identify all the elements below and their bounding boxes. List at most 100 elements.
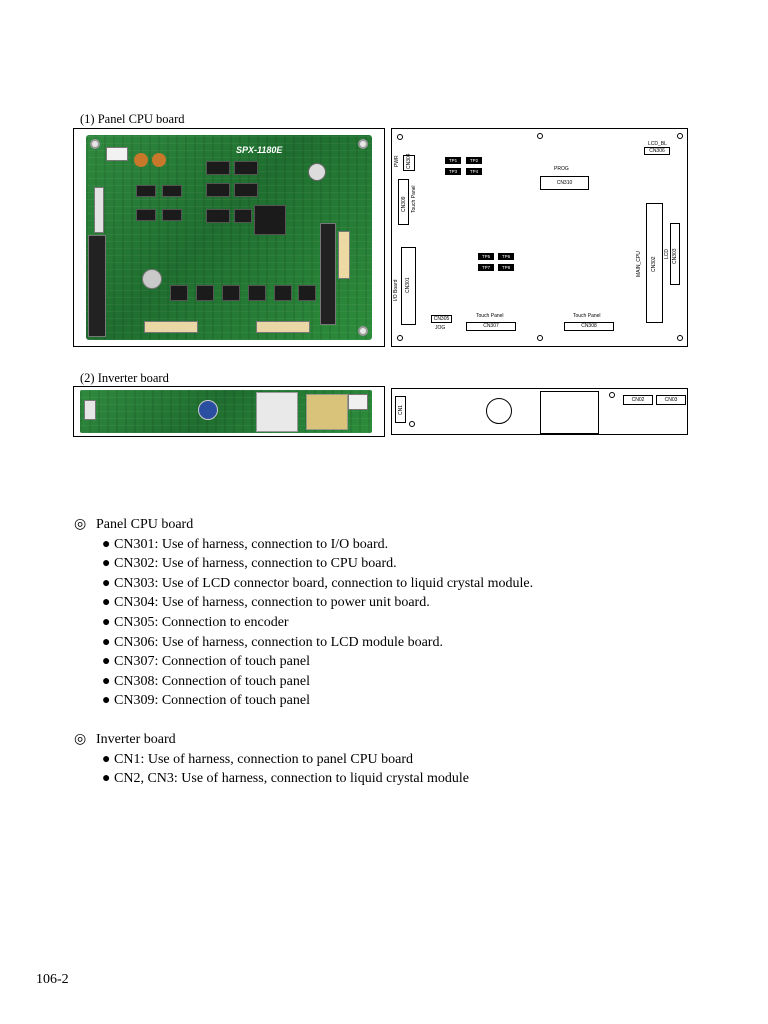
tp8-testpoint: TP8 [498, 264, 514, 271]
double-circle-icon: ◎ [74, 517, 87, 532]
main-cpu-label: MAIN_CPU [636, 251, 642, 277]
figure2-caption: (2) Inverter board [80, 371, 169, 385]
cpu-chip [254, 205, 286, 235]
lcd-connector [338, 231, 350, 279]
cn304-connector: CN304 [403, 153, 415, 171]
cn303-label: CN303 [672, 248, 678, 264]
double-circle-icon: ◎ [74, 732, 87, 747]
trimmer-outline [486, 398, 512, 424]
bullet-icon: ● [102, 536, 111, 552]
section-title: Panel CPU board [96, 517, 194, 532]
list-item: ●CN306: Use of harness, connection to LC… [102, 633, 734, 653]
prog-label: PROG [554, 166, 569, 172]
cn305-connector: CN305 [431, 315, 452, 323]
tp7-testpoint: TP7 [478, 264, 494, 271]
mounting-hole [677, 335, 683, 341]
mounting-hole [397, 335, 403, 341]
power-connector [106, 147, 128, 161]
mounting-hole [537, 133, 543, 139]
mounting-hole [409, 421, 415, 427]
ic-chip [206, 183, 230, 197]
tp2-testpoint: TP2 [466, 157, 482, 164]
trimmer [198, 400, 218, 420]
board-marking: SPX-1180E [236, 145, 283, 155]
transformer [306, 394, 348, 430]
cn306-connector: CN306 [644, 147, 670, 155]
ic-chip [222, 285, 240, 301]
list-item: ●CN302: Use of harness, connection to CP… [102, 554, 734, 574]
touch-connector [144, 321, 198, 333]
ic-chip [170, 285, 188, 301]
list-item: ●CN303: Use of LCD connector board, conn… [102, 574, 734, 594]
cn309-label: CN309 [401, 196, 407, 212]
cn301-connector: CN301 [401, 247, 416, 325]
cn310-connector: CN310 [540, 176, 589, 190]
bullet-icon: ● [102, 771, 111, 787]
lcd-bl-label: LCD_BL [648, 141, 667, 147]
cn301-label: CN301 [405, 277, 411, 293]
ic-chip [162, 185, 182, 197]
capacitor [152, 153, 166, 167]
list-item: ●CN1: Use of harness, connection to pane… [102, 750, 734, 770]
cn303-connector: CN303 [670, 223, 680, 285]
ic-chip [248, 285, 266, 301]
ic-chip [162, 209, 182, 221]
cn03-connector: CN03 [656, 395, 686, 405]
tp4-testpoint: TP4 [466, 168, 482, 175]
transformer [256, 392, 298, 432]
mounting-hole [90, 139, 100, 149]
bullet-icon: ● [102, 575, 111, 591]
list-item: ●CN309: Connection of touch panel [102, 691, 734, 711]
touch-connector [256, 321, 310, 333]
capacitor [308, 163, 326, 181]
cpu-board-connector [320, 223, 336, 325]
touch-panel-1-label: Touch Panel [476, 313, 504, 319]
pwr-label: PWR [394, 155, 400, 167]
bullet-icon: ● [102, 673, 111, 689]
touch-panel-side-label: Touch Panel [411, 185, 417, 213]
mounting-hole [397, 134, 403, 140]
mounting-hole [358, 139, 368, 149]
ic-chip [206, 161, 230, 175]
list-item: ●CN308: Connection of touch panel [102, 672, 734, 692]
list-item: ●CN305: Connection to encoder [102, 613, 734, 633]
ic-chip [206, 209, 230, 223]
bullet-icon: ● [102, 751, 111, 767]
tp3-testpoint: TP3 [445, 168, 461, 175]
pcb-surface [80, 390, 372, 433]
tp5-testpoint: TP5 [478, 253, 494, 260]
ic-chip [298, 285, 316, 301]
mounting-hole [537, 335, 543, 341]
cn304-label: CN304 [406, 153, 412, 169]
list-item: ●CN2, CN3: Use of harness, connection to… [102, 769, 734, 789]
connector-list: ●CN301: Use of harness, connection to I/… [74, 535, 734, 711]
mounting-hole [609, 392, 615, 398]
cn309-connector: CN309 [398, 179, 409, 225]
jog-label: JOG [435, 325, 446, 331]
pcb-surface: SPX-1180E [86, 135, 372, 340]
battery [142, 269, 162, 289]
cn1-label: CN1 [398, 404, 404, 415]
mounting-hole [677, 133, 683, 139]
panel-cpu-board-photo: SPX-1180E [73, 128, 385, 347]
connector-list: ●CN1: Use of harness, connection to pane… [74, 750, 734, 789]
capacitor [134, 153, 148, 167]
cn02-connector: CN02 [623, 395, 653, 405]
ic-chip [196, 285, 214, 301]
cn2-connector-photo [348, 394, 368, 410]
bullet-icon: ● [102, 556, 111, 572]
tp1-testpoint: TP1 [445, 157, 461, 164]
figure1-caption: (1) Panel CPU board [80, 112, 185, 126]
touch-panel-2-label: Touch Panel [573, 313, 601, 319]
section-title: Inverter board [96, 732, 176, 747]
cn1-connector: CN1 [395, 396, 406, 423]
ic-chip [234, 161, 258, 175]
cn302-label: CN302 [651, 256, 657, 272]
transformer-outline [540, 391, 599, 434]
bullet-icon: ● [102, 595, 111, 611]
ic-chip [136, 185, 156, 197]
io-board-label: I/O Board [393, 279, 399, 301]
inverter-board-diagram: CN1 CN02 CN03 [391, 388, 688, 435]
io-board-connector [88, 235, 106, 337]
inverter-board-section: ◎ Inverter board ●CN1: Use of harness, c… [74, 730, 734, 789]
